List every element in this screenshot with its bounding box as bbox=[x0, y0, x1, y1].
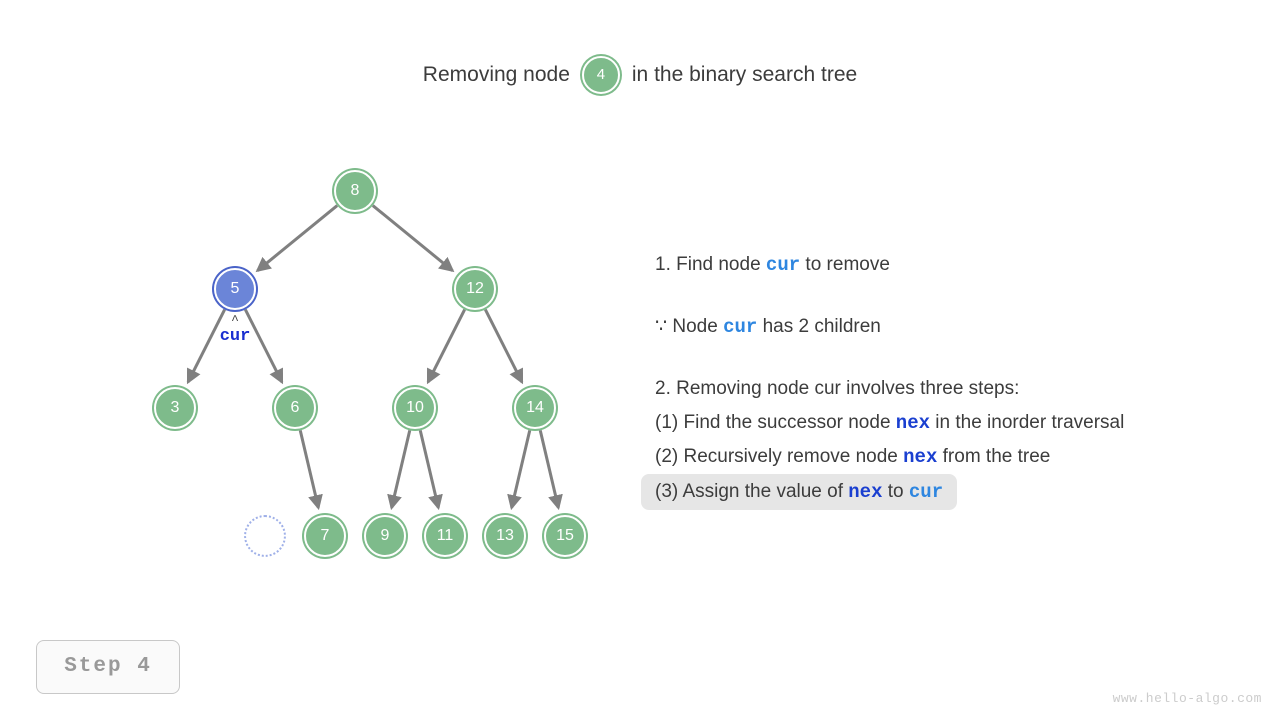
tree-edge-6-to-7 bbox=[298, 430, 323, 511]
tree-node-11: 11 bbox=[424, 515, 466, 557]
line5-text-b: from the tree bbox=[937, 446, 1051, 467]
tree-edge-14-to-13 bbox=[507, 430, 532, 511]
tree-edge-5-to-6 bbox=[244, 308, 284, 385]
step-badge: Step 4 bbox=[36, 640, 180, 694]
tree-node-7: 7 bbox=[304, 515, 346, 557]
line4-text-a: (1) Find the successor node bbox=[655, 412, 896, 433]
cur-pointer-label: cur bbox=[219, 327, 251, 346]
explanation-line-2: ∵ Node cur has 2 children bbox=[655, 310, 1265, 344]
title-node-badge: 4 bbox=[581, 56, 620, 94]
page-title: Removing node 4 in the binary search tree bbox=[0, 56, 1280, 94]
tree-edge-14-to-15 bbox=[538, 430, 563, 511]
line2-keyword-cur: cur bbox=[723, 316, 758, 338]
line5-keyword-nex: nex bbox=[903, 446, 938, 468]
tree-edge-8-to-12 bbox=[371, 204, 455, 273]
tree-edge-12-to-14 bbox=[484, 308, 524, 385]
tree-node-10: 10 bbox=[394, 387, 436, 429]
tree-node-9: 9 bbox=[364, 515, 406, 557]
line4-keyword-nex: nex bbox=[895, 412, 931, 434]
tree-node-empty-placeholder bbox=[244, 515, 286, 557]
line1-text-a: 1. Find node bbox=[655, 254, 766, 275]
tree-node-6: 6 bbox=[274, 387, 316, 429]
explanation-line-3: 2. Removing node cur involves three step… bbox=[655, 372, 1265, 406]
tree-node-5: 5 bbox=[214, 268, 256, 310]
line6-text-b: to bbox=[882, 481, 909, 502]
tree-edge-10-to-9 bbox=[387, 430, 412, 511]
line6-keyword-nex: nex bbox=[848, 481, 883, 503]
line2-text-a: ∵ Node bbox=[655, 316, 724, 337]
tree-node-13: 13 bbox=[484, 515, 526, 557]
cur-pointer: ^ cur bbox=[190, 313, 280, 347]
explanation-line-1: 1. Find node cur to remove bbox=[655, 248, 1265, 282]
tree-edge-5-to-3 bbox=[186, 308, 226, 385]
cur-caret-icon: ^ bbox=[231, 313, 239, 328]
tree-edge-layer bbox=[186, 204, 563, 511]
tree-edge-8-to-5 bbox=[255, 204, 339, 273]
explanation-panel: 1. Find node cur to remove ∵ Node cur ha… bbox=[641, 248, 1265, 510]
line6-text-a: (3) Assign the value of bbox=[655, 481, 849, 502]
tree-edge-12-to-10 bbox=[426, 308, 466, 385]
active-step-highlight: (3) Assign the value of nex to cur bbox=[641, 474, 958, 510]
tree-edge-10-to-11 bbox=[418, 430, 443, 511]
title-text-before: Removing node bbox=[422, 63, 570, 86]
explanation-line-4: (1) Find the successor node nex in the i… bbox=[655, 406, 1265, 440]
title-text-after: in the binary search tree bbox=[631, 63, 858, 86]
explanation-line-5: (2) Recursively remove node nex from the… bbox=[655, 440, 1265, 474]
line6-keyword-cur: cur bbox=[908, 481, 944, 503]
line1-text-b: to remove bbox=[800, 254, 890, 275]
line2-text-b: has 2 children bbox=[757, 316, 881, 337]
line1-keyword-cur: cur bbox=[765, 254, 801, 276]
explanation-line-6: (3) Assign the value of nex to cur bbox=[641, 474, 1265, 510]
line4-text-b: in the inorder traversal bbox=[930, 412, 1125, 433]
line3-text: 2. Removing node cur involves three step… bbox=[655, 378, 1020, 399]
tree-node-14: 14 bbox=[514, 387, 556, 429]
tree-node-3: 3 bbox=[154, 387, 196, 429]
tree-node-15: 15 bbox=[544, 515, 586, 557]
watermark: www.hello-algo.com bbox=[1112, 691, 1262, 706]
line5-text-a: (2) Recursively remove node bbox=[655, 446, 904, 467]
tree-node-8: 8 bbox=[334, 170, 376, 212]
tree-node-12: 12 bbox=[454, 268, 496, 310]
